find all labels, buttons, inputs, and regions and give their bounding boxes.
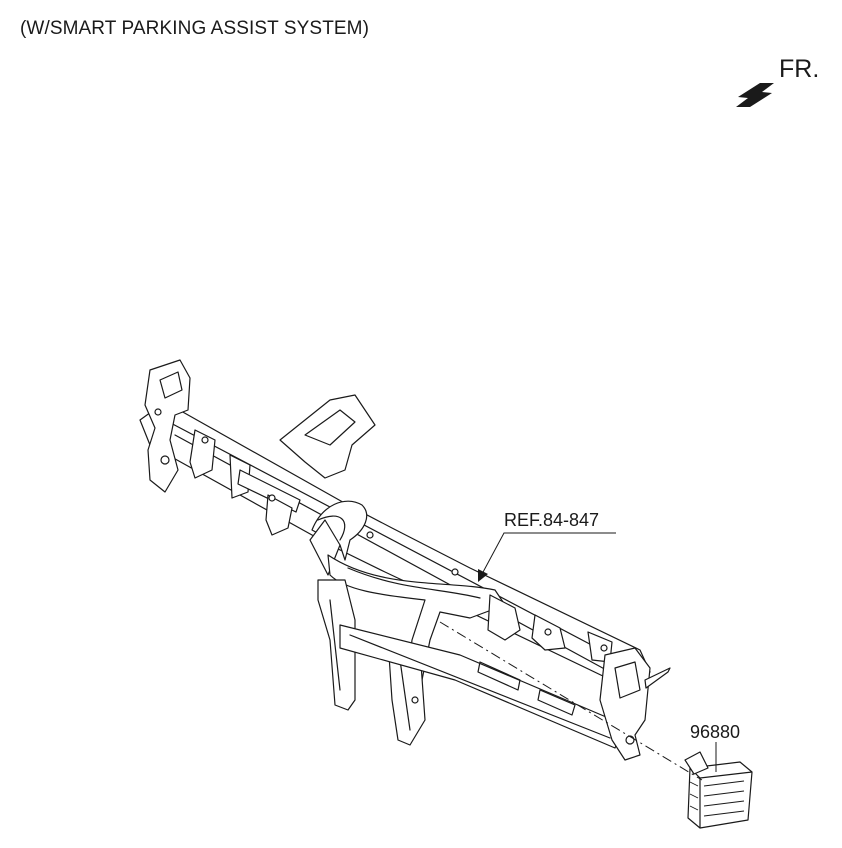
installation-centerline [439, 621, 703, 781]
front-direction-label: FR. [779, 55, 820, 83]
diagram-title: (W/SMART PARKING ASSIST SYSTEM) [20, 18, 370, 39]
front-arrow-icon [736, 83, 774, 107]
cowl-cross-bar-assembly [139, 359, 671, 761]
crossmember-leader-arrowhead [478, 569, 488, 582]
crossmember-leader-line [481, 532, 616, 575]
leader-lines [439, 532, 717, 781]
crossmember-reference-label: REF.84-847 [504, 510, 600, 530]
part-number-label: 96880 [690, 722, 741, 742]
parking-assist-module [684, 751, 753, 829]
